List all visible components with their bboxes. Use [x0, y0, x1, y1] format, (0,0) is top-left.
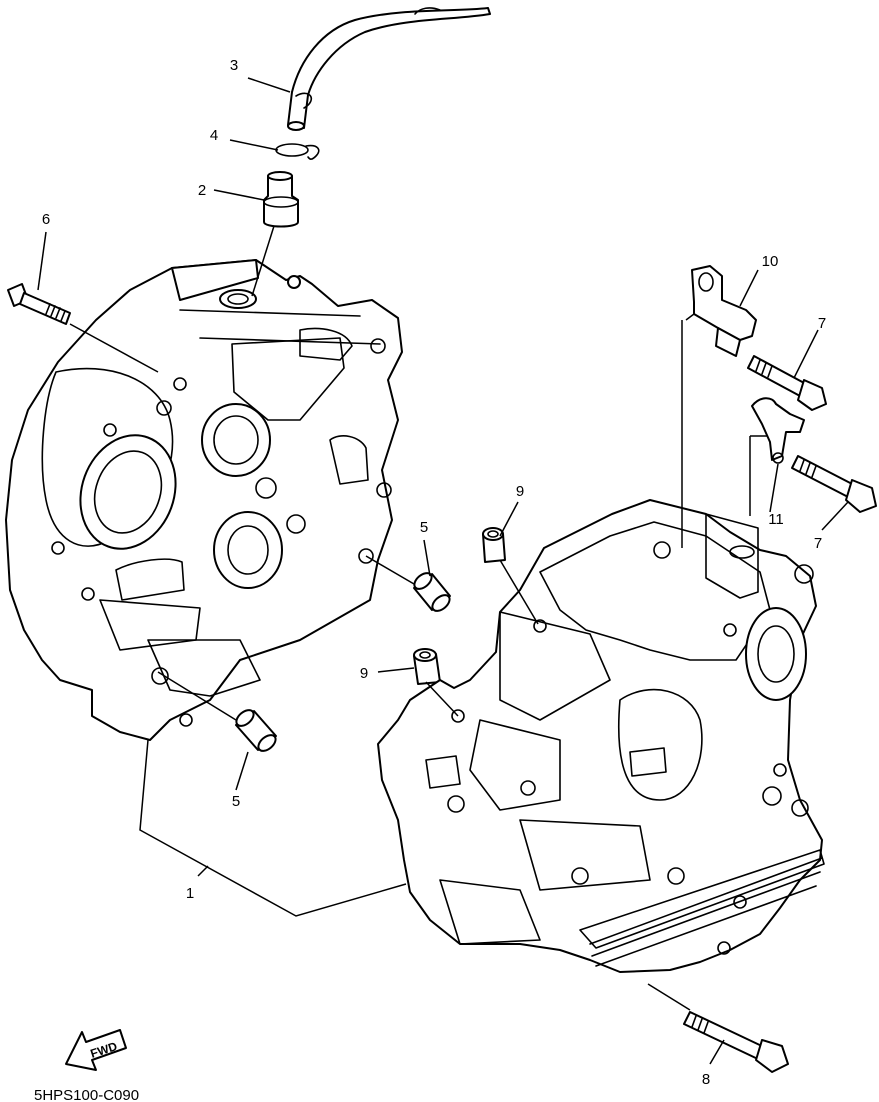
bracket-10 — [691, 265, 757, 357]
dowel-pin-lower — [235, 709, 277, 752]
callout-8: 8 — [702, 1071, 710, 1088]
callout-10: 10 — [762, 253, 779, 270]
clamp-11 — [751, 397, 805, 464]
dowel-sleeve-lower — [413, 648, 441, 685]
callout-9-upper: 9 — [516, 483, 524, 500]
callout-1: 1 — [186, 885, 194, 902]
fwd-arrow-icon: FWD — [65, 1029, 127, 1071]
callout-9-lower: 9 — [360, 665, 368, 682]
breather-pipe-fitting — [263, 171, 299, 228]
hose-clip — [275, 143, 320, 160]
bolt-8 — [683, 1011, 789, 1073]
diagram-code: 5HPS100-C090 — [34, 1087, 139, 1102]
callout-6: 6 — [42, 211, 50, 228]
dowel-sleeve-upper — [482, 527, 506, 563]
bolt-6 — [7, 283, 71, 325]
callout-2: 2 — [198, 182, 206, 199]
callout-7-lower: 7 — [814, 535, 822, 552]
leader-lines — [37, 77, 849, 1065]
breather-hose — [287, 7, 491, 131]
crankcase-right — [377, 499, 825, 973]
dowel-pin-upper — [413, 572, 451, 612]
crankcase-left — [5, 259, 403, 741]
bolt-7-upper — [747, 355, 827, 411]
callout-5-upper: 5 — [420, 519, 428, 536]
callout-labels: 3 4 2 6 5 5 9 9 10 7 11 7 1 8 — [42, 57, 826, 1088]
bolt-7-lower — [791, 455, 877, 513]
callout-7-upper: 7 — [818, 315, 826, 332]
callout-11: 11 — [768, 511, 784, 528]
callout-4: 4 — [210, 127, 218, 144]
callout-3: 3 — [230, 57, 238, 74]
callout-5-lower: 5 — [232, 793, 240, 810]
